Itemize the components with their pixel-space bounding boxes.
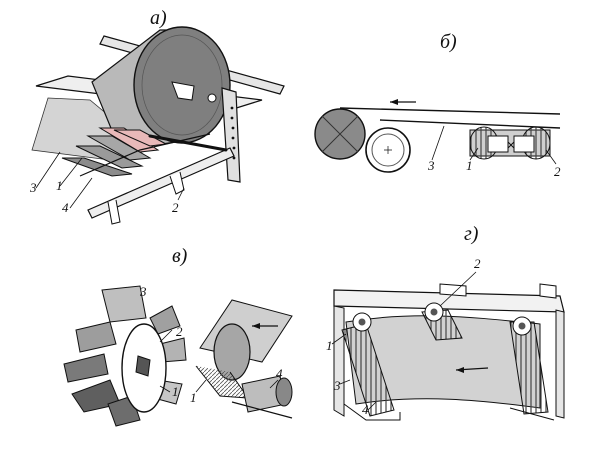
panel-label-a: а) xyxy=(150,7,167,29)
callout-a-4: 4 xyxy=(62,200,69,215)
callout-a-1: 1 xyxy=(56,178,63,193)
callout-a-3: 3 xyxy=(29,180,37,195)
callout-b-2: 2 xyxy=(554,164,561,179)
callout-a-2: 2 xyxy=(172,200,179,215)
comb-fingers-1 xyxy=(61,127,168,177)
panel-a: а) 3 1 4 2 xyxy=(29,7,285,225)
callout-v-3: 3 xyxy=(139,284,147,299)
callout-g-3: 3 xyxy=(333,378,341,393)
panel-v: в) 3 2 1 1 4 xyxy=(63,245,293,427)
callout-v-2: 2 xyxy=(176,324,183,339)
callout-b-1: 1 xyxy=(466,158,473,173)
belt-top xyxy=(339,107,561,115)
panel-g: г) 2 1 3 4 xyxy=(326,223,565,421)
callout-v-1: 1 xyxy=(172,384,179,399)
callout-v-4: 4 xyxy=(276,366,283,381)
brush-wheel xyxy=(63,285,187,427)
panel-label-g: г) xyxy=(464,223,479,245)
callout-v-1b: 1 xyxy=(190,390,197,405)
callout-g-1: 1 xyxy=(326,338,333,353)
panel-label-v: в) xyxy=(172,245,188,267)
panel-b: б) 3 1 2 xyxy=(314,31,561,179)
callout-g-2: 2 xyxy=(474,256,481,271)
panel-label-b: б) xyxy=(440,31,457,53)
callout-b-3: 3 xyxy=(427,158,435,173)
callout-g-4: 4 xyxy=(362,402,369,417)
shaft-2 xyxy=(87,147,235,219)
